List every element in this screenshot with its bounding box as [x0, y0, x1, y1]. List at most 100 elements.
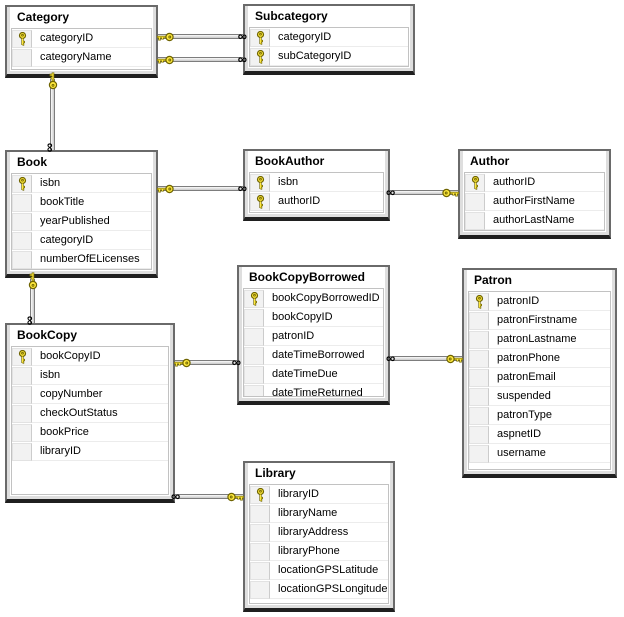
field-name: username: [489, 444, 610, 463]
field-row[interactable]: libraryName: [250, 504, 388, 523]
table-subcategory[interactable]: Subcategory categoryID subCategoryID: [243, 4, 415, 75]
table-title[interactable]: Category: [11, 7, 152, 27]
field-row[interactable]: libraryID: [250, 485, 388, 504]
relationship-line: [175, 494, 243, 499]
many-end-infinity-icon: ∞: [237, 180, 247, 196]
relationship-bookcopy-bookcopyborrowed[interactable]: ∞: [173, 355, 241, 368]
table-bookcopy[interactable]: BookCopy bookCopyID isbn copyNumber chec…: [5, 323, 175, 503]
field-row[interactable]: checkOutStatus: [12, 404, 168, 423]
field-row[interactable]: categoryName: [12, 48, 151, 67]
relationship-category-subcategory-2[interactable]: ∞: [156, 52, 247, 65]
table-title[interactable]: BookAuthor: [249, 151, 384, 171]
field-row[interactable]: patronID: [244, 327, 383, 346]
field-name: locationGPSLongitude: [270, 580, 388, 599]
table-bookcopyborrowed[interactable]: BookCopyBorrowed bookCopyBorrowedID book…: [237, 265, 390, 405]
table-title[interactable]: Author: [464, 151, 605, 171]
relationship-library-bookcopy[interactable]: ∞: [171, 489, 245, 502]
row-selector: [250, 485, 270, 504]
field-row[interactable]: patronEmail: [469, 368, 610, 387]
table-title[interactable]: Book: [11, 152, 152, 172]
field-row[interactable]: aspnetID: [469, 425, 610, 444]
field-name: dateTimeReturned: [264, 384, 383, 396]
field-row[interactable]: username: [469, 444, 610, 463]
field-row[interactable]: patronLastname: [469, 330, 610, 349]
field-row[interactable]: dateTimeReturned: [244, 384, 383, 396]
field-row[interactable]: isbn: [12, 366, 168, 385]
field-name: authorID: [270, 192, 383, 211]
field-row[interactable]: authorFirstName: [465, 192, 604, 211]
field-name: libraryAddress: [270, 523, 388, 542]
field-row[interactable]: libraryAddress: [250, 523, 388, 542]
relationship-category-book[interactable]: ∞: [43, 71, 58, 152]
field-row[interactable]: bookPrice: [12, 423, 168, 442]
many-end-infinity-icon: ∞: [22, 315, 38, 326]
field-row[interactable]: patronType: [469, 406, 610, 425]
field-row[interactable]: subCategoryID: [250, 47, 408, 66]
one-end-key-icon: [47, 71, 58, 90]
field-row[interactable]: bookTitle: [12, 193, 151, 212]
field-name: yearPublished: [32, 212, 151, 231]
field-row[interactable]: patronFirstname: [469, 311, 610, 330]
field-row[interactable]: categoryID: [12, 231, 151, 250]
field-row[interactable]: authorID: [465, 173, 604, 192]
field-row[interactable]: authorLastName: [465, 211, 604, 230]
field-name: isbn: [32, 366, 168, 385]
table-bookauthor[interactable]: BookAuthor isbn authorID: [243, 149, 390, 221]
field-row[interactable]: bookCopyID: [244, 308, 383, 327]
table-title[interactable]: Library: [249, 463, 389, 483]
field-row[interactable]: dateTimeDue: [244, 365, 383, 384]
table-title[interactable]: Subcategory: [249, 6, 409, 26]
field-row[interactable]: dateTimeBorrowed: [244, 346, 383, 365]
relationship-line: [158, 186, 243, 191]
field-row[interactable]: numberOfELicenses: [12, 250, 151, 269]
table-category[interactable]: Category categoryID categoryName: [5, 5, 158, 78]
table-library[interactable]: Library libraryID libraryName libraryAdd…: [243, 461, 395, 612]
many-end-infinity-icon: ∞: [171, 488, 181, 504]
field-row[interactable]: libraryPhone: [250, 542, 388, 561]
field-row[interactable]: isbn: [250, 173, 383, 192]
field-row[interactable]: authorID: [250, 192, 383, 211]
field-row[interactable]: patronPhone: [469, 349, 610, 368]
table-title[interactable]: BookCopy: [11, 325, 169, 345]
field-name: bookCopyBorrowedID: [264, 289, 383, 308]
field-row[interactable]: categoryID: [12, 29, 151, 48]
table-book[interactable]: Book isbn bookTitle yearPublished catego…: [5, 150, 158, 278]
row-selector: [244, 289, 264, 308]
field-row[interactable]: locationGPSLongitude: [250, 580, 388, 599]
field-row[interactable]: patronID: [469, 292, 610, 311]
row-selector: [244, 308, 264, 327]
row-selector: [250, 504, 270, 523]
primary-key-icon: [255, 49, 265, 64]
one-end-key-icon: [156, 54, 174, 65]
field-row[interactable]: locationGPSLatitude: [250, 561, 388, 580]
relationship-patron-bookcopyborrowed[interactable]: ∞: [386, 351, 464, 364]
field-row[interactable]: isbn: [12, 174, 151, 193]
relationship-book-bookcopy[interactable]: ∞: [23, 271, 38, 325]
field-list: bookCopyID isbn copyNumber checkOutStatu…: [11, 346, 169, 495]
row-selector: [12, 231, 32, 250]
field-row[interactable]: yearPublished: [12, 212, 151, 231]
relationship-author-bookauthor[interactable]: ∞: [386, 185, 460, 198]
field-name: authorFirstName: [485, 192, 604, 211]
field-name: suspended: [489, 387, 610, 406]
field-row[interactable]: bookCopyID: [12, 347, 168, 366]
field-row[interactable]: copyNumber: [12, 385, 168, 404]
table-title[interactable]: Patron: [468, 270, 611, 290]
field-row[interactable]: libraryID: [12, 442, 168, 461]
relationship-line: [175, 360, 237, 365]
field-row[interactable]: bookCopyBorrowedID: [244, 289, 383, 308]
field-row[interactable]: suspended: [469, 387, 610, 406]
field-list: authorID authorFirstName authorLastName: [464, 172, 605, 231]
table-author[interactable]: Author authorID authorFirstName authorLa…: [458, 149, 611, 239]
relationship-book-bookauthor[interactable]: ∞: [156, 181, 247, 194]
field-name: numberOfELicenses: [32, 250, 151, 269]
many-end-infinity-icon: ∞: [386, 350, 396, 366]
row-selector: [12, 347, 32, 366]
table-patron[interactable]: Patron patronID patronFirstname patronLa…: [462, 268, 617, 478]
field-row[interactable]: categoryID: [250, 28, 408, 47]
one-end-key-icon: [446, 353, 464, 364]
relationship-category-subcategory-1[interactable]: ∞: [156, 29, 247, 42]
row-selector: [250, 47, 270, 66]
table-title[interactable]: BookCopyBorrowed: [243, 267, 384, 287]
